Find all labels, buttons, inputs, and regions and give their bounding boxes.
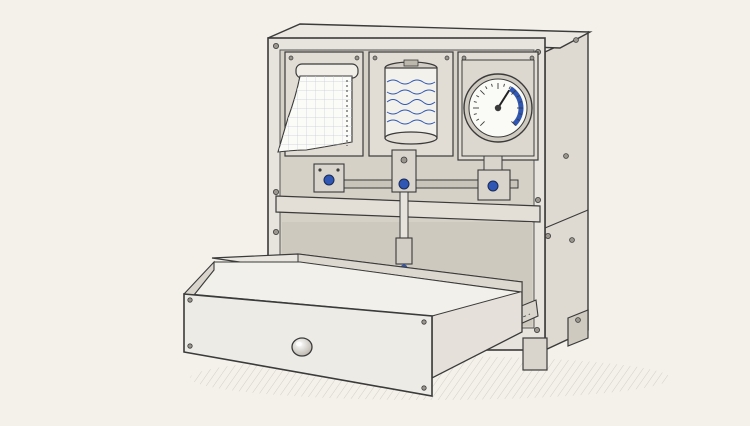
gauge-tick — [480, 121, 485, 126]
gauge-level-arc — [508, 86, 524, 127]
gauge-tick — [516, 118, 520, 121]
gauge-tick — [476, 118, 480, 121]
gauge-tick — [503, 83, 505, 87]
plunger-rod — [399, 191, 409, 243]
gauge-tick — [511, 121, 516, 126]
gauge-tick — [480, 90, 485, 95]
open-drawer[interactable] — [183, 253, 539, 397]
gauge-tick — [485, 86, 488, 90]
recording-drum — [384, 59, 438, 145]
drum-trace-lines — [386, 79, 436, 125]
gauge-tick — [516, 95, 520, 98]
cabinet-side-panel — [544, 30, 589, 352]
gauge-tick — [473, 113, 477, 115]
linkage-assembly — [313, 149, 519, 284]
drawer-knob[interactable] — [291, 337, 313, 357]
gauge-tick — [519, 113, 523, 115]
paper-roll-recorder — [277, 63, 359, 153]
gauge-tick — [508, 86, 511, 90]
bracket-center — [391, 149, 417, 193]
gauge-tick — [491, 83, 493, 87]
cabinet-leg-front — [522, 337, 548, 371]
gauge-ticks — [473, 83, 523, 126]
cabinet-screws — [272, 37, 581, 333]
cabinet-leg-back — [567, 309, 589, 347]
dial-gauge — [461, 59, 535, 157]
gauge-tick — [476, 95, 480, 98]
bracket-right — [477, 155, 511, 201]
gauge-tick — [473, 101, 477, 103]
gauge-tick — [511, 90, 516, 95]
gauge-hub — [494, 104, 502, 112]
gauge-needle — [497, 89, 511, 109]
plunger-sleeve — [395, 237, 413, 265]
bracket-left — [313, 163, 345, 193]
gauge-tick — [519, 101, 523, 103]
